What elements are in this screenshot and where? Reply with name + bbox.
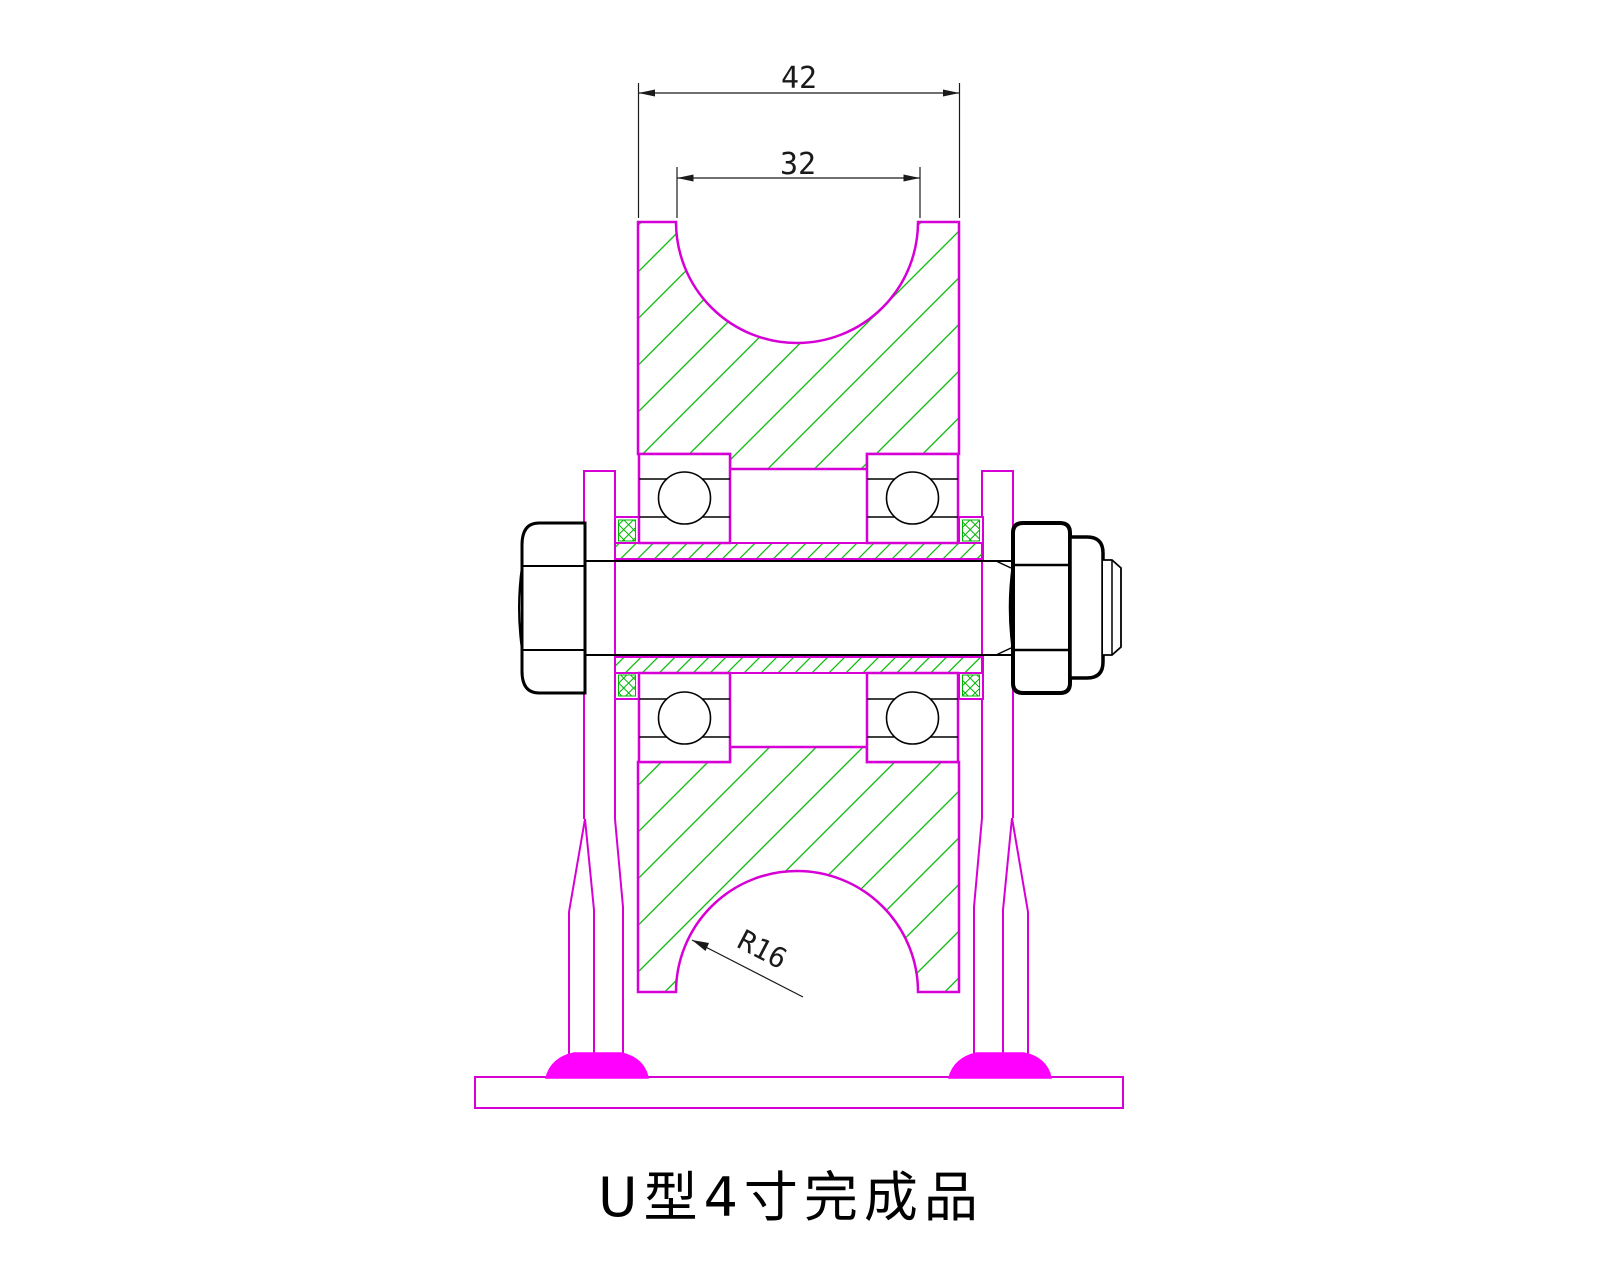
- sleeve-upper-band: [614, 542, 984, 560]
- dimension-r16: [691, 939, 804, 998]
- arrowhead: [903, 174, 920, 182]
- leader-line: [691, 939, 804, 998]
- spacer-sleeve: [614, 542, 984, 674]
- pulley-lower-section: [636, 745, 961, 994]
- nut-facet-arc: [1008, 564, 1015, 651]
- bracket: [474, 470, 1124, 1109]
- ball-bearings: [637, 452, 960, 764]
- shaft-chamfer-line: [995, 647, 1012, 656]
- arrowhead: [943, 89, 960, 97]
- drawing-title: U型4寸完成品: [598, 1166, 984, 1229]
- pulley-upper-section: [636, 220, 961, 471]
- arrowhead: [677, 174, 694, 182]
- left-weld-bead: [545, 1052, 649, 1079]
- bolt-head-facet-arc: [518, 565, 523, 651]
- left-leg-spike-line: [584, 818, 595, 1062]
- hex-bolt-head: [520, 521, 587, 695]
- bearing-ball: [885, 691, 940, 745]
- right-leg-outer-line: [1011, 817, 1029, 1062]
- washer: [1068, 535, 1105, 680]
- right-leg-inner-line: [973, 817, 983, 1062]
- bearing-ball: [657, 471, 712, 525]
- arrowhead: [692, 940, 709, 951]
- left-leg-outer-line: [568, 818, 586, 1062]
- seal-rings: [614, 516, 984, 700]
- left-bracket-plate: [583, 470, 616, 819]
- pulley-wheel: [636, 220, 961, 994]
- dimension-42: [637, 83, 961, 218]
- right-bracket-plate: [981, 470, 1014, 818]
- bearing-ball: [657, 691, 712, 745]
- dimension-text-groove-radius: R16: [732, 923, 792, 976]
- seal-crosshatch-top-right: [962, 519, 980, 542]
- sleeve-lower-band: [614, 656, 984, 674]
- dimension-32: [676, 167, 921, 218]
- arrowhead: [638, 89, 655, 97]
- dimension-text-overall-width: 42: [781, 61, 817, 96]
- seal-crosshatch-bottom-right: [962, 674, 980, 697]
- left-leg-inner-line: [614, 818, 624, 1062]
- bearing-ball: [885, 471, 940, 525]
- seal-crosshatch-bottom-left: [618, 674, 636, 697]
- dimension-text-groove-width: 32: [780, 147, 816, 182]
- shaft-chamfer-line: [995, 560, 1012, 569]
- right-leg-spike-line: [1002, 817, 1013, 1062]
- hex-nut: [1011, 521, 1072, 695]
- base-plate: [474, 1076, 1124, 1109]
- axle-bolt: [518, 521, 1122, 695]
- right-weld-bead: [948, 1052, 1052, 1079]
- seal-crosshatch-top-left: [618, 519, 636, 542]
